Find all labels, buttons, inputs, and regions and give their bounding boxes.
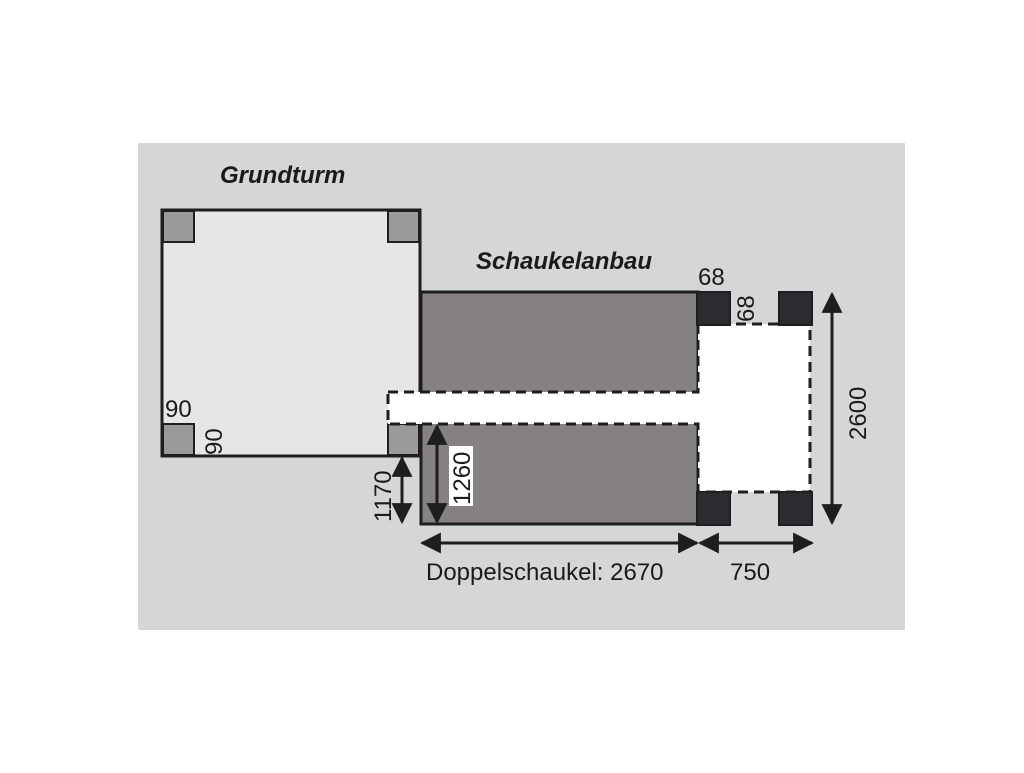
length-swing-label: Doppelschaukel: 2670 (426, 559, 664, 586)
depth-total-label: 2600 (845, 387, 872, 440)
ext-post-bottom-right (778, 491, 813, 526)
swing-height-1260-label: 1260 (449, 452, 476, 505)
label-1260-background (449, 446, 473, 506)
ext-post-top-left (696, 291, 731, 326)
tower-title: Grundturm (220, 162, 345, 189)
tower-post-bottom-right (387, 423, 420, 456)
ext-post-top-right (778, 291, 813, 326)
extension-title: Schaukelanbau (476, 248, 652, 275)
ext-post-depth-label: 68 (733, 295, 760, 322)
swing-height-1170-label: 1170 (370, 470, 397, 522)
tower-post-width-label: 90 (165, 396, 192, 423)
tower-post-top-right (387, 210, 420, 243)
length-extension-label: 750 (730, 559, 770, 586)
tower-post-bottom-left (162, 423, 195, 456)
tower-post-depth-label: 90 (201, 428, 228, 455)
tower-square (160, 208, 422, 458)
tower-post-top-left (162, 210, 195, 243)
ext-post-width-label: 68 (698, 264, 725, 291)
ext-post-bottom-left (696, 491, 731, 526)
